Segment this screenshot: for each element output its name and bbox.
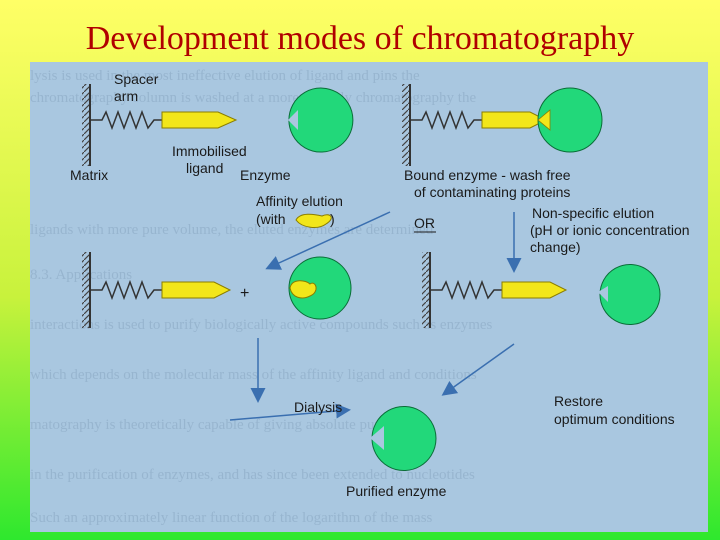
enzyme-released <box>599 264 661 325</box>
purified-enzyme <box>371 406 437 471</box>
spacer-arm-middle-left <box>90 279 162 301</box>
plus-sign: + <box>240 285 249 302</box>
dialysis-label: Dialysis <box>294 399 342 415</box>
ligand-middle-left <box>161 281 232 299</box>
arrow-to-purified <box>229 403 351 421</box>
affinity-elution-label: Affinity elution(with) <box>256 193 343 227</box>
matrix-label: Matrix <box>70 167 108 183</box>
free-ligand-bound <box>289 280 317 299</box>
nonspecific-elution-label: Non-specific elution(pH or ionic concent… <box>530 205 690 255</box>
arrow-to-affinity <box>265 211 391 270</box>
matrix-top-left <box>82 84 91 166</box>
spacer-arm-top-right <box>410 109 482 131</box>
purified-enzyme-label: Purified enzyme <box>346 483 447 499</box>
slide-title: Development modes of chromatography <box>85 20 635 57</box>
or-label: OR <box>414 215 435 231</box>
ligand-top-right <box>481 111 548 129</box>
ligand-top-left <box>161 111 238 129</box>
enzyme-top <box>288 87 354 153</box>
spacer-arm-middle-right <box>430 279 502 301</box>
enzyme-label: Enzyme <box>240 167 291 183</box>
ligand-middle-right <box>501 281 568 299</box>
matrix-top-right <box>402 84 411 166</box>
arrow-to-restore <box>441 343 515 396</box>
spacer-arm-top-left <box>90 109 162 131</box>
matrix-middle-right <box>422 252 431 328</box>
figure-panel: lysis is used in the most ineffective el… <box>30 62 708 532</box>
matrix-middle-left <box>82 252 91 328</box>
enzyme-with-free-ligand <box>288 256 352 320</box>
free-ligand-icon <box>295 213 332 228</box>
